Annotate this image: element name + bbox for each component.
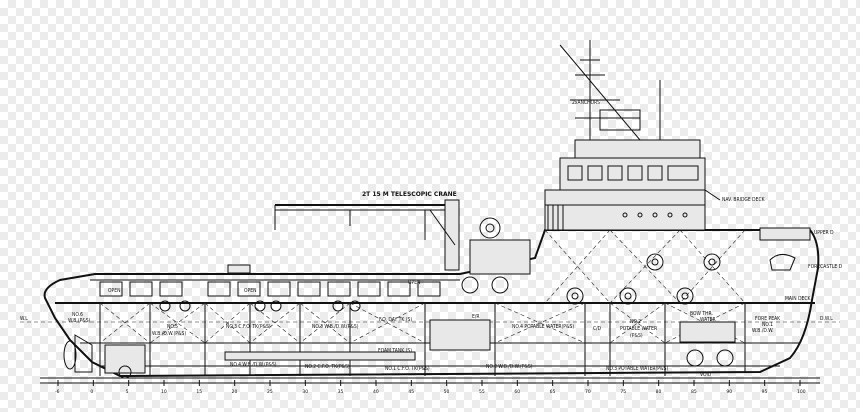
frame-tick-label: 30 [302,389,308,395]
deck-fittings [159,300,361,312]
engine-room-label: E/R [472,314,479,320]
antenna-label: 2xANCHORS [572,100,600,106]
tank-label: NO.2 C.F.O. TK(P&S) [305,364,350,370]
tank-label: NO.3 POTABLE WATER(P&S) [606,366,668,372]
frame-tick-label: 25 [267,389,273,395]
waterline-aft-label: W.L [20,316,28,322]
tank-label: W.B./D.W.(P&S) [152,331,186,337]
tank-label: F.O. DAY TK.(S) [379,317,412,323]
tank-label: NO.2 W.B./D.W.(P&S) [486,364,533,370]
hull-outline [43,229,820,378]
bridge-deck-label: NAV. BRIDGE DECK [722,197,766,203]
waterline-fwd-label: D.W.L [820,316,833,322]
frame-tick-label: 35 [338,389,344,395]
tank-label: WATER [700,317,716,323]
frame-tick-label: 15 [196,389,202,395]
frame-tick-label: 85 [691,389,697,395]
open-label-2: OPEN [244,288,256,294]
tank-label: NO.4 POTABLE WATER(P&S) [512,324,574,330]
superstructure [544,139,721,231]
frame-tick-label: 70 [585,389,591,395]
tank-label: W.B.(P&S) [68,318,91,324]
frame-tick-label: 80 [656,389,662,395]
frame-tick-label: 40 [373,389,379,395]
tank-label: POTABLE WATER [620,326,657,332]
frame-tick-label: 0 [90,389,93,395]
open-label-1: OPEN [108,288,120,294]
tank-label: W.B./D.W. [752,328,774,334]
frame-tick-label: 90 [726,389,732,395]
frame-tick-label: 75 [620,389,626,395]
crane-label: 2T 15 M TELESCOPIC CRANE [362,191,457,198]
tank-label: FOAM TANK (S) [378,348,412,354]
frame-tick-label: -6 [55,389,60,395]
tank-label: NO.3 W.B./D.W.(P&S) [312,324,359,330]
frame-tick-label: 95 [762,389,768,395]
tank-label: NO.3 C.F.O. TK(P&S) [226,324,271,330]
tank-label: C/D [593,326,602,332]
frame-tick-label: 20 [232,389,238,395]
mast [559,40,661,141]
frame-tick-label: 100 [797,389,806,395]
tank-label: NO.1 C.F.O. TK(P&S) [385,366,430,372]
bulwark-openings [99,281,441,297]
tank-label: NO.4 W.B./D.W.(P&S) [230,362,277,368]
frame-tick-label: 55 [479,389,485,395]
mooring-reels [566,253,721,305]
frame-tick-label: 10 [161,389,167,395]
frame-tick-label: 65 [550,389,556,395]
engine-room-machinery [104,319,736,379]
frame-ticks: -6 0 5 10 15 20 25 30 35 40 45 50 55 60 65 70 75 80 85 90 95… [55,380,806,395]
tank-label: NO.2 [630,319,641,325]
bow-fittings [759,227,811,271]
tank-label: VOID [700,372,712,378]
propeller-rudder [63,334,93,373]
tank-label: NO.5 [167,324,178,330]
tank-label: NO.6 [72,312,83,318]
upper-deck-label: UPPER D [814,230,834,236]
bulkheads [99,303,746,376]
open-label-3: OPEN [408,280,420,286]
forecastle-deck-label: FORECASTLE D [808,264,843,270]
frame-tick-label: 45 [408,389,414,395]
tank-label: (P&S) [630,333,643,339]
tank-label: FORE PEAK [755,316,781,322]
frame-tick-label: 60 [514,389,520,395]
frame-tick-label: 50 [444,389,450,395]
frame-tick-label: 5 [126,389,129,395]
tank-label: BOW THR. [690,311,713,317]
main-deck-label: MAIN DECK [785,296,812,302]
aft-winch-house [461,217,531,294]
telescopic-crane [227,199,460,274]
tank-label: NO.1 [762,322,773,328]
